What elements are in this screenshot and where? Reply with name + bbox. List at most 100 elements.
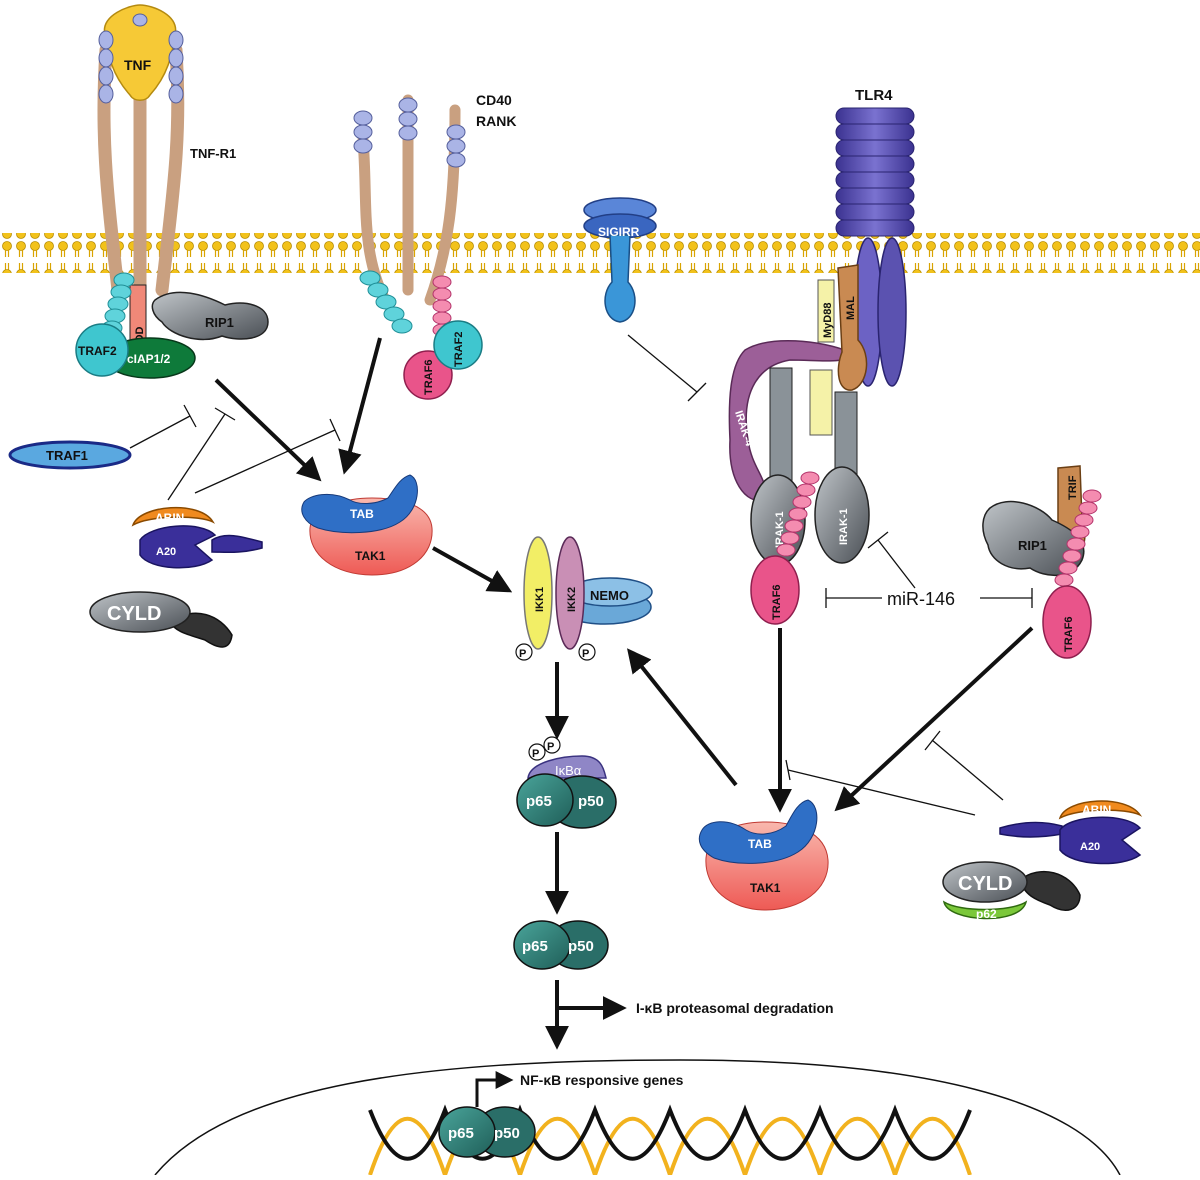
inhibit-sigirr <box>627 334 698 393</box>
gene-transcription-arrow <box>475 1071 514 1107</box>
cyld-protein-right <box>942 861 1081 920</box>
p50-label-3: p50 <box>494 1125 520 1142</box>
inhibit-right-a20-lower <box>787 769 976 816</box>
phospho-ikba-1-label: P <box>532 748 539 760</box>
traf6-label-right: TRAF6 <box>1063 617 1075 652</box>
traf6-protein-right <box>1042 585 1092 659</box>
trif-label: TRIF <box>1067 475 1079 500</box>
abin-label-left: ABIN <box>155 511 184 525</box>
arrow-tak1-to-ikk-right <box>627 648 738 787</box>
tak1-complex-left: TAB TAK1 <box>301 474 433 576</box>
tnfr1-domain-beads <box>98 13 184 104</box>
arrow-trif-traf6-to-tak1 <box>834 626 1034 812</box>
phospho-ikk1 <box>515 643 533 661</box>
traf6-coil-right <box>1054 489 1102 587</box>
traf2-label-mid: TRAF2 <box>453 332 465 367</box>
tak1-complex-right: TAB TAK1 <box>698 799 829 911</box>
ciap-label: cIAP1/2 <box>127 352 171 366</box>
inhibition-lines <box>129 334 1033 816</box>
tab-protein-left <box>301 474 418 534</box>
ikba-label: IκBα <box>555 763 582 778</box>
myd88-stem <box>809 369 833 436</box>
ikk2-protein <box>555 536 585 650</box>
p62-protein <box>942 900 1028 920</box>
tnf-label: TNF <box>124 57 152 73</box>
tab-protein-right <box>698 799 818 864</box>
nemo-label: NEMO <box>590 588 629 603</box>
p65-label-3: p65 <box>448 1125 474 1142</box>
abin-protein-right <box>1058 800 1143 820</box>
traf6-coil-tlr <box>776 471 820 557</box>
cyld-label-left: CYLD <box>107 603 161 625</box>
irak1-body-a <box>769 367 793 489</box>
ikba-protein <box>527 755 607 779</box>
cd40-domain-beads <box>353 97 466 168</box>
tak1-label-left: TAK1 <box>355 549 386 563</box>
traf2-protein-left <box>75 323 129 377</box>
traf2-coil-mid <box>359 270 413 334</box>
sigirr-label: SIGIRR <box>598 225 640 239</box>
responsive-genes-label: NF-κB responsive genes <box>520 1072 684 1088</box>
ikk-complex: NEMO IKK1 IKK2 P P <box>515 536 653 661</box>
sigirr-receptor: SIGIRR <box>583 197 657 323</box>
arrow-cd40-to-tak1 <box>338 337 382 475</box>
p65-protein-3 <box>438 1106 496 1158</box>
mal-label: MAL <box>845 296 857 320</box>
cell-membrane <box>0 233 1200 273</box>
tab-label-left: TAB <box>350 507 374 521</box>
arrow-tnf-to-tak1 <box>214 378 322 482</box>
tak1-label-right: TAK1 <box>750 881 781 895</box>
a20-protein-right <box>999 816 1142 865</box>
inhibit-mir146-irak1 <box>877 539 916 589</box>
abin-protein-left <box>131 506 216 527</box>
phospho-ikk2-label: P <box>582 648 589 660</box>
tlr4-ectodomain <box>835 107 915 237</box>
ikk1-protein <box>523 536 553 650</box>
rip1-protein-left <box>151 291 269 341</box>
inhibit-right-a20-upper <box>931 739 1004 801</box>
phospho-ikk1-label: P <box>519 648 526 660</box>
trif-complex: TRIF RIP1 TRAF6 <box>982 465 1102 659</box>
traf1-label: TRAF1 <box>46 448 88 463</box>
degradation-label: I-κB proteasomal degradation <box>636 1000 834 1016</box>
phospho-ikba-2-label: P <box>547 741 554 753</box>
phospho-ikk2 <box>578 643 596 661</box>
cd40-rank-complex: CD40 RANK TRAF6 TRAF2 <box>353 92 516 400</box>
inhibit-abin-a20-to-cd40 <box>194 429 336 494</box>
nfkb-dimer-free: p65 p50 <box>513 920 609 970</box>
a20-label-left: A20 <box>156 546 176 558</box>
tnfr1-label: TNF-R1 <box>190 146 236 161</box>
phospho-ikba-1 <box>528 743 546 761</box>
traf6-protein-mid <box>403 350 453 400</box>
rank-label: RANK <box>476 113 516 129</box>
p62-label: p62 <box>976 907 997 921</box>
activation-arrows <box>214 337 1034 1050</box>
a20-protein-left <box>139 525 263 569</box>
nuclear-envelope <box>154 1059 1121 1176</box>
cd40-label: CD40 <box>476 92 512 108</box>
traf2-protein-mid <box>433 320 483 370</box>
arrow-tak1-to-ikk <box>432 546 513 593</box>
degradation-branch <box>555 996 627 1022</box>
rip1-label-right: RIP1 <box>1018 538 1047 553</box>
tnf-receptor-complex: TNF TNF-R1 TRADD cIAP1/2 TRAF2 RIP1 <box>75 4 269 379</box>
traf1-protein <box>8 440 132 470</box>
p50-label-1: p50 <box>578 793 604 810</box>
p65-protein-1 <box>516 773 574 827</box>
a20-label-right: A20 <box>1080 841 1100 853</box>
abin-label-right: ABIN <box>1082 803 1111 817</box>
ikk1-label: IKK1 <box>534 587 546 612</box>
p65-label-1: p65 <box>526 793 552 810</box>
traf2-label-left: TRAF2 <box>78 344 117 358</box>
myd88-protein <box>817 279 835 343</box>
ikk2-label: IKK2 <box>566 587 578 612</box>
myd88-label: MyD88 <box>822 303 834 338</box>
rip1-label-left: RIP1 <box>205 315 234 330</box>
ikba-nfkb-complex: IκBα P P p65 p50 <box>516 736 617 829</box>
p50-label-2: p50 <box>568 938 594 955</box>
traf6-label-tlr: TRAF6 <box>771 585 783 620</box>
traf6-label-mid: TRAF6 <box>423 360 435 395</box>
tab-label-right: TAB <box>748 837 772 851</box>
